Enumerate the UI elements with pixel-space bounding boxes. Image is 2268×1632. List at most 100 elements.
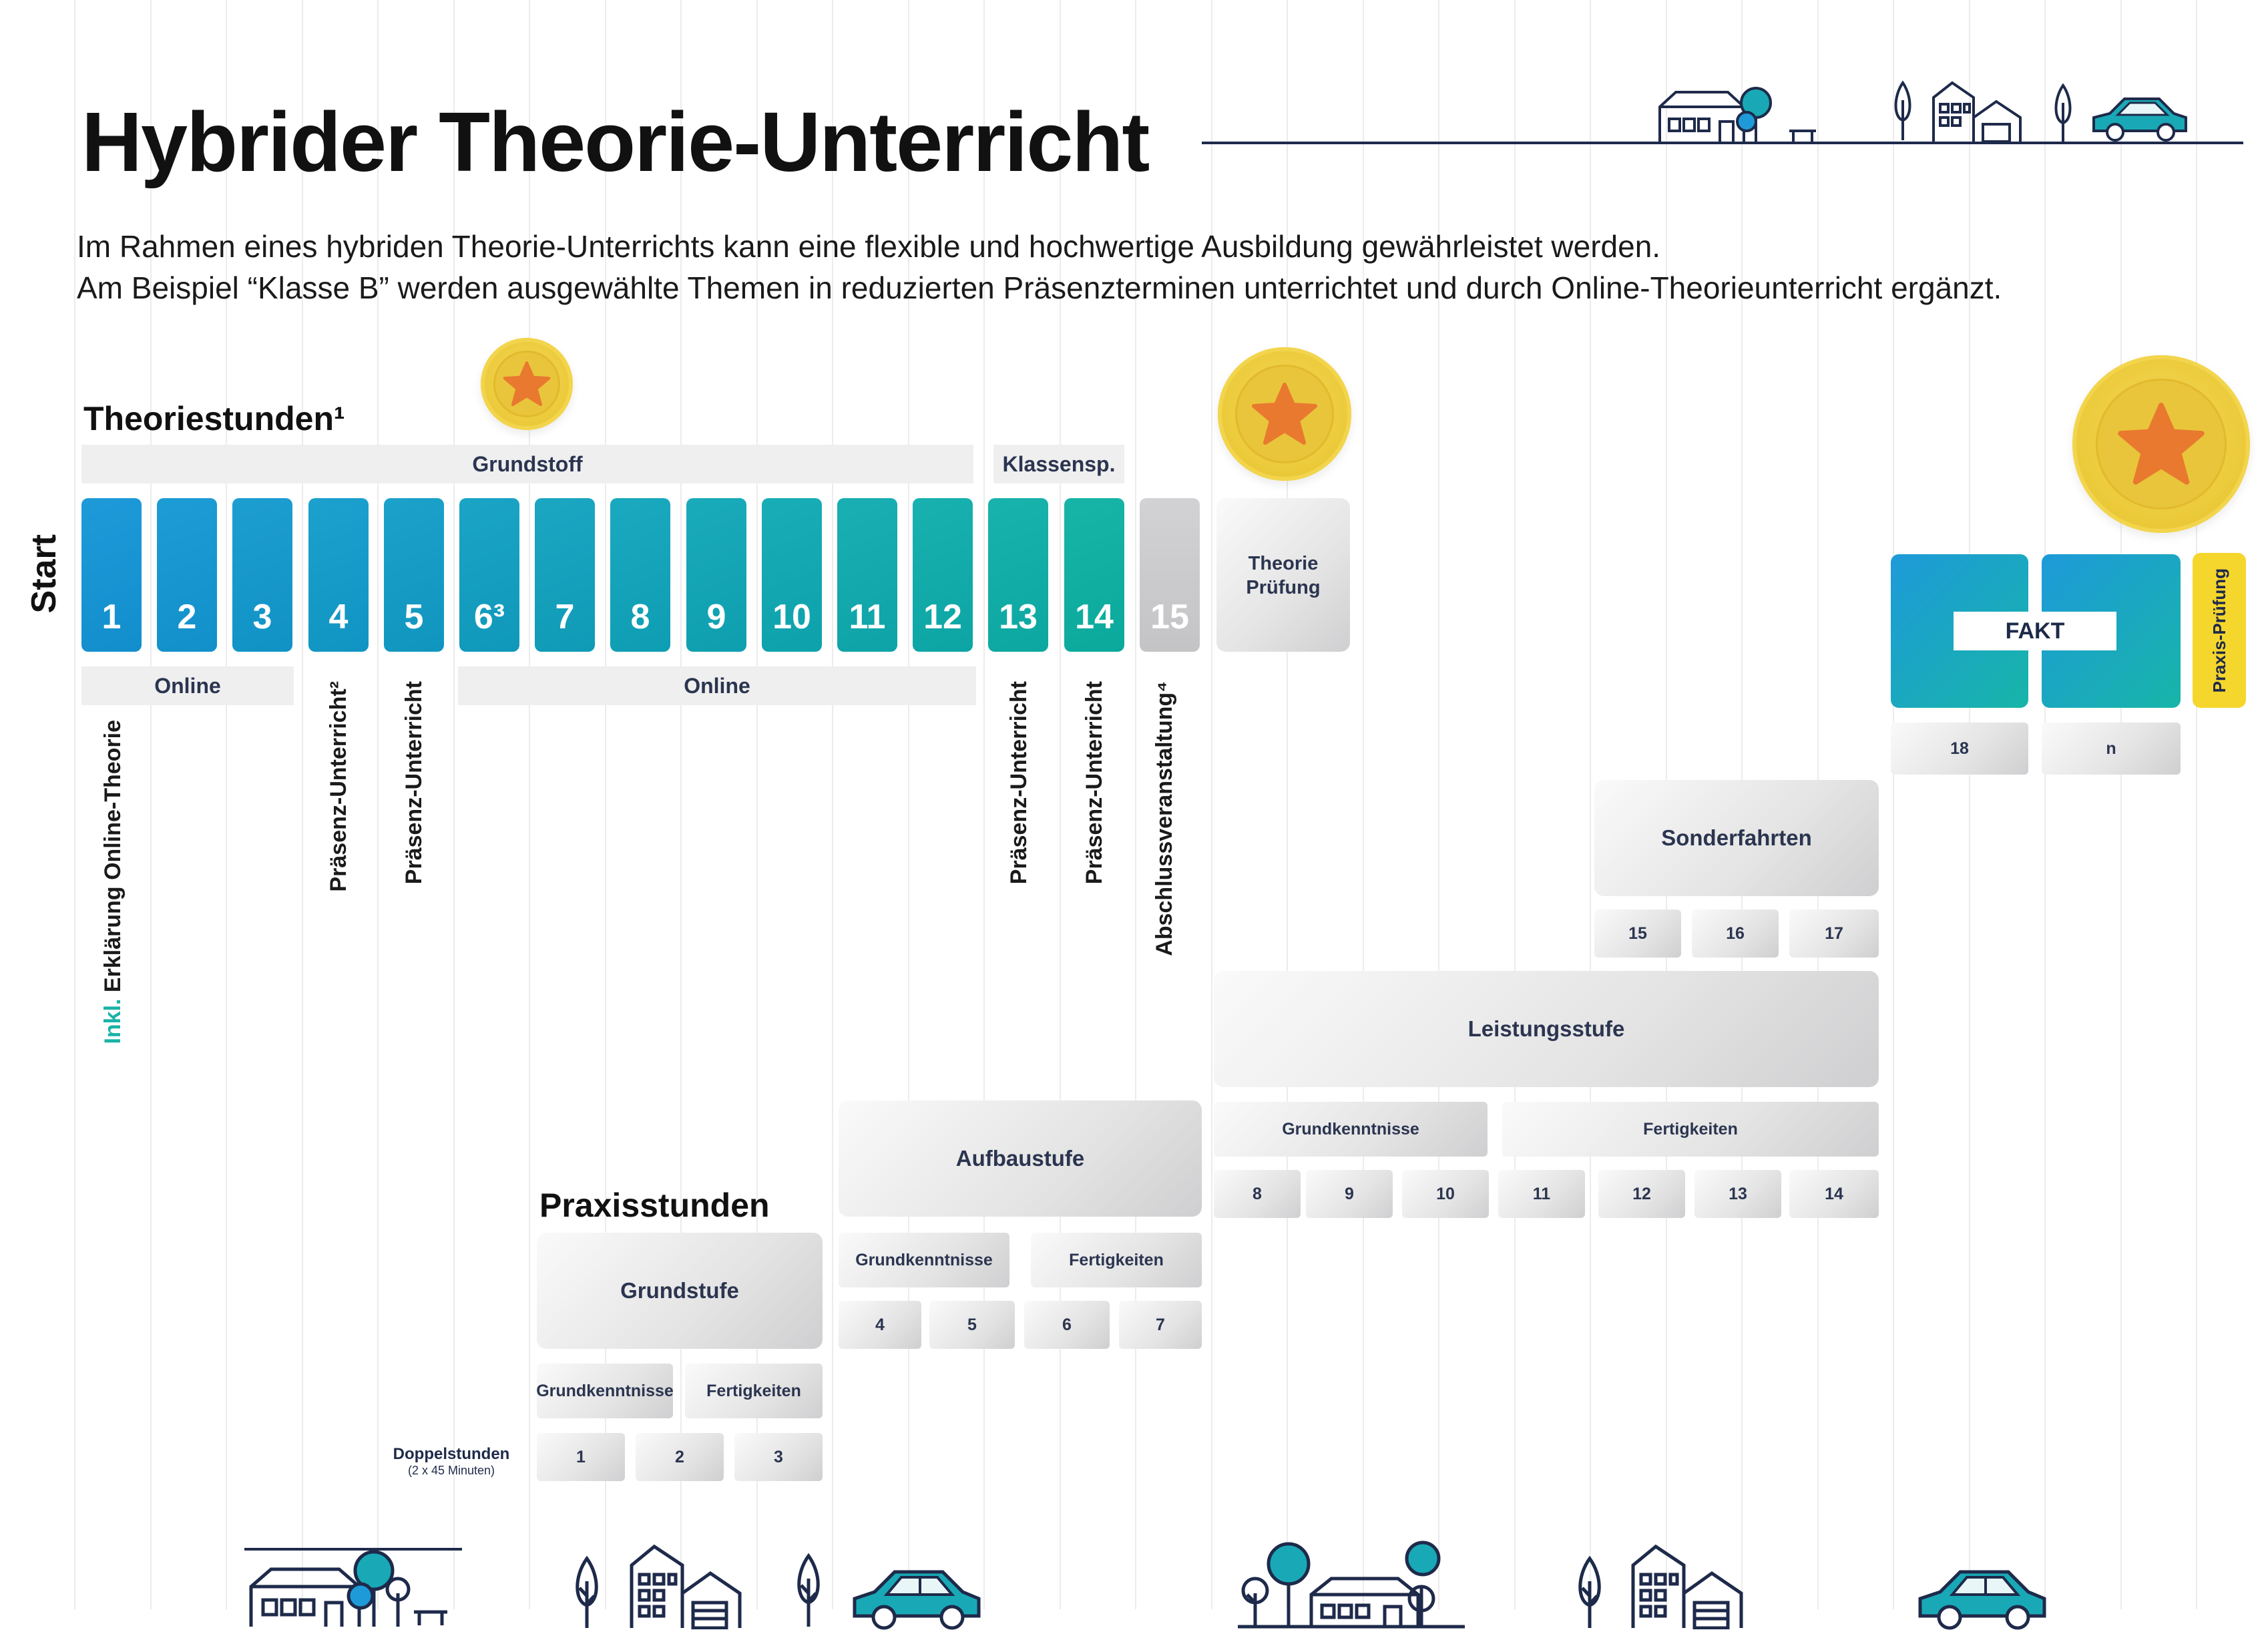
- grundstufe-fertigkeiten: Fertigkeiten: [685, 1364, 823, 1418]
- grid-line: [1135, 0, 1136, 1609]
- grid-line: [1287, 0, 1288, 1609]
- apartment-icon: [1930, 80, 2036, 143]
- page-title: Hybrider Theorie-Unterricht: [81, 95, 1150, 189]
- label-lesson-13: Präsenz-Unterricht: [1006, 681, 1032, 885]
- lesson-number-chip: 12: [1598, 1170, 1685, 1218]
- grid-line: [2044, 0, 2046, 1609]
- house-trees-icon: [1238, 1536, 1465, 1629]
- doppelstunden-sub: (2 x 45 Minuten): [407, 1464, 495, 1477]
- ground-line: [244, 1548, 462, 1551]
- grid-line: [1438, 0, 1439, 1609]
- theory-lesson-box: 2: [157, 498, 217, 652]
- practice-heading: Praxisstunden: [539, 1187, 770, 1224]
- car-icon: [1916, 1565, 2050, 1632]
- grid-line: [756, 0, 758, 1609]
- doppelstunden-label: Doppelstunden: [393, 1445, 510, 1463]
- tree-icon: [1889, 80, 1916, 142]
- theory-heading: Theoriestunden¹: [83, 400, 345, 437]
- lesson-number-chip: 17: [1789, 909, 1879, 958]
- exam-coin-star-icon: [1218, 347, 1351, 481]
- theory-lesson-box: 14: [1064, 498, 1124, 652]
- apartment-icon: [1629, 1543, 1763, 1629]
- lesson-number-chip: 13: [1694, 1170, 1781, 1218]
- praxis-pruefung-tag: Praxis-Prüfung: [2193, 553, 2246, 708]
- lesson-number-chip: 7: [1119, 1301, 1202, 1349]
- grid-line: [226, 0, 227, 1609]
- car-icon: [851, 1565, 984, 1632]
- intro-line-2: Am Beispiel “Klasse B” werden ausgewählt…: [77, 270, 2002, 305]
- grid-line: [908, 0, 909, 1609]
- tree-icon: [1573, 1556, 1606, 1629]
- leistungsstufe-fertigkeiten: Fertigkeiten: [1502, 1102, 1879, 1157]
- theory-lesson-box: 13: [988, 498, 1048, 652]
- theory-lesson-box: 1: [81, 498, 142, 652]
- label-lesson-15: Abschlussveranstaltung⁴: [1152, 681, 1177, 956]
- theory-lesson-box: 5: [384, 498, 444, 652]
- aufbaustufe-grundkenntnisse: Grundkenntnisse: [839, 1233, 1009, 1287]
- lesson-number-chip: 14: [1789, 1170, 1879, 1218]
- grid-line: [1363, 0, 1364, 1609]
- grid-line: [453, 0, 455, 1609]
- leistungsstufe-box: Leistungsstufe: [1214, 971, 1879, 1087]
- lesson-number-chip: 2: [636, 1433, 724, 1481]
- grundstufe-grundkenntnisse: Grundkenntnisse: [536, 1364, 674, 1418]
- grid-line: [74, 0, 75, 1609]
- grid-line: [1060, 0, 1061, 1609]
- label-lesson-4: Präsenz-Unterricht²: [326, 681, 351, 892]
- lesson-number-chip: 9: [1306, 1170, 1393, 1218]
- lesson-number-chip: 8: [1214, 1170, 1301, 1218]
- coin-star-icon: [481, 338, 573, 430]
- leistungsstufe-grundkenntnisse: Grundkenntnisse: [1214, 1102, 1488, 1157]
- theory-lesson-box: 10: [762, 498, 822, 652]
- apartment-icon: [628, 1543, 761, 1629]
- grid-line: [150, 0, 152, 1609]
- band-online-a: Online: [81, 666, 294, 705]
- skyline-baseline: [1202, 142, 2243, 144]
- band-online-b: Online: [458, 666, 976, 705]
- final-coin-star-icon: [2072, 355, 2250, 533]
- aufbaustufe-box: Aufbaustufe: [839, 1100, 1202, 1217]
- theory-lesson-box: 9: [686, 498, 746, 652]
- label-lesson-14: Präsenz-Unterricht: [1082, 681, 1107, 885]
- aufbaustufe-fertigkeiten: Fertigkeiten: [1031, 1233, 1202, 1287]
- tree-icon: [792, 1553, 825, 1628]
- lesson-number-chip: 3: [734, 1433, 823, 1481]
- lesson-number-chip: 5: [929, 1301, 1015, 1349]
- house-icon: [1656, 75, 1816, 143]
- theory-lesson-box: 11: [837, 498, 897, 652]
- tree-icon: [570, 1556, 604, 1629]
- grid-line: [2196, 0, 2197, 1609]
- theory-exam-box: Theorie Prüfung: [1216, 498, 1350, 652]
- sonderfahrten-box: Sonderfahrten: [1594, 780, 1879, 896]
- theory-lesson-box: 4: [308, 498, 369, 652]
- house-icon: [247, 1540, 461, 1628]
- grid-line: [302, 0, 303, 1609]
- tree-icon: [2050, 83, 2076, 143]
- grid-line: [1514, 0, 1516, 1609]
- lesson-number-chip: 6: [1024, 1301, 1110, 1349]
- lesson-number-chip: 16: [1692, 909, 1779, 958]
- doppelstunden-note: Doppelstunden (2 x 45 Minuten): [374, 1445, 529, 1478]
- band-grundstoff: Grundstoff: [81, 445, 973, 483]
- label-lesson-1: Inkl. Erklärung Online-Theorie: [100, 720, 126, 1044]
- band-klassensp: Klassensp.: [993, 445, 1124, 483]
- label-lesson-1-text: Erklärung Online-Theorie: [100, 720, 126, 999]
- grid-line: [1590, 0, 1591, 1609]
- lesson-number-chip: n: [2042, 723, 2181, 775]
- grid-line: [1969, 0, 1970, 1609]
- theory-lesson-box: 12: [913, 498, 973, 652]
- lesson-number-chip: 18: [1891, 723, 2028, 775]
- grid-line: [680, 0, 682, 1609]
- grid-line: [1211, 0, 1212, 1609]
- theory-lesson-box: 15: [1140, 498, 1200, 652]
- intro-line-1: Im Rahmen eines hybriden Theorie-Unterri…: [77, 229, 1661, 264]
- grid-line: [529, 0, 530, 1609]
- intro-text: Im Rahmen eines hybriden Theorie-Unterri…: [77, 226, 2002, 309]
- lesson-number-chip: 15: [1594, 909, 1681, 958]
- grid-line: [832, 0, 833, 1609]
- car-icon: [2090, 93, 2190, 143]
- lesson-number-chip: 1: [537, 1433, 625, 1481]
- theory-lesson-box: 6³: [459, 498, 519, 652]
- start-label-wrap: Start: [24, 534, 64, 614]
- lesson-number-chip: 4: [839, 1301, 921, 1349]
